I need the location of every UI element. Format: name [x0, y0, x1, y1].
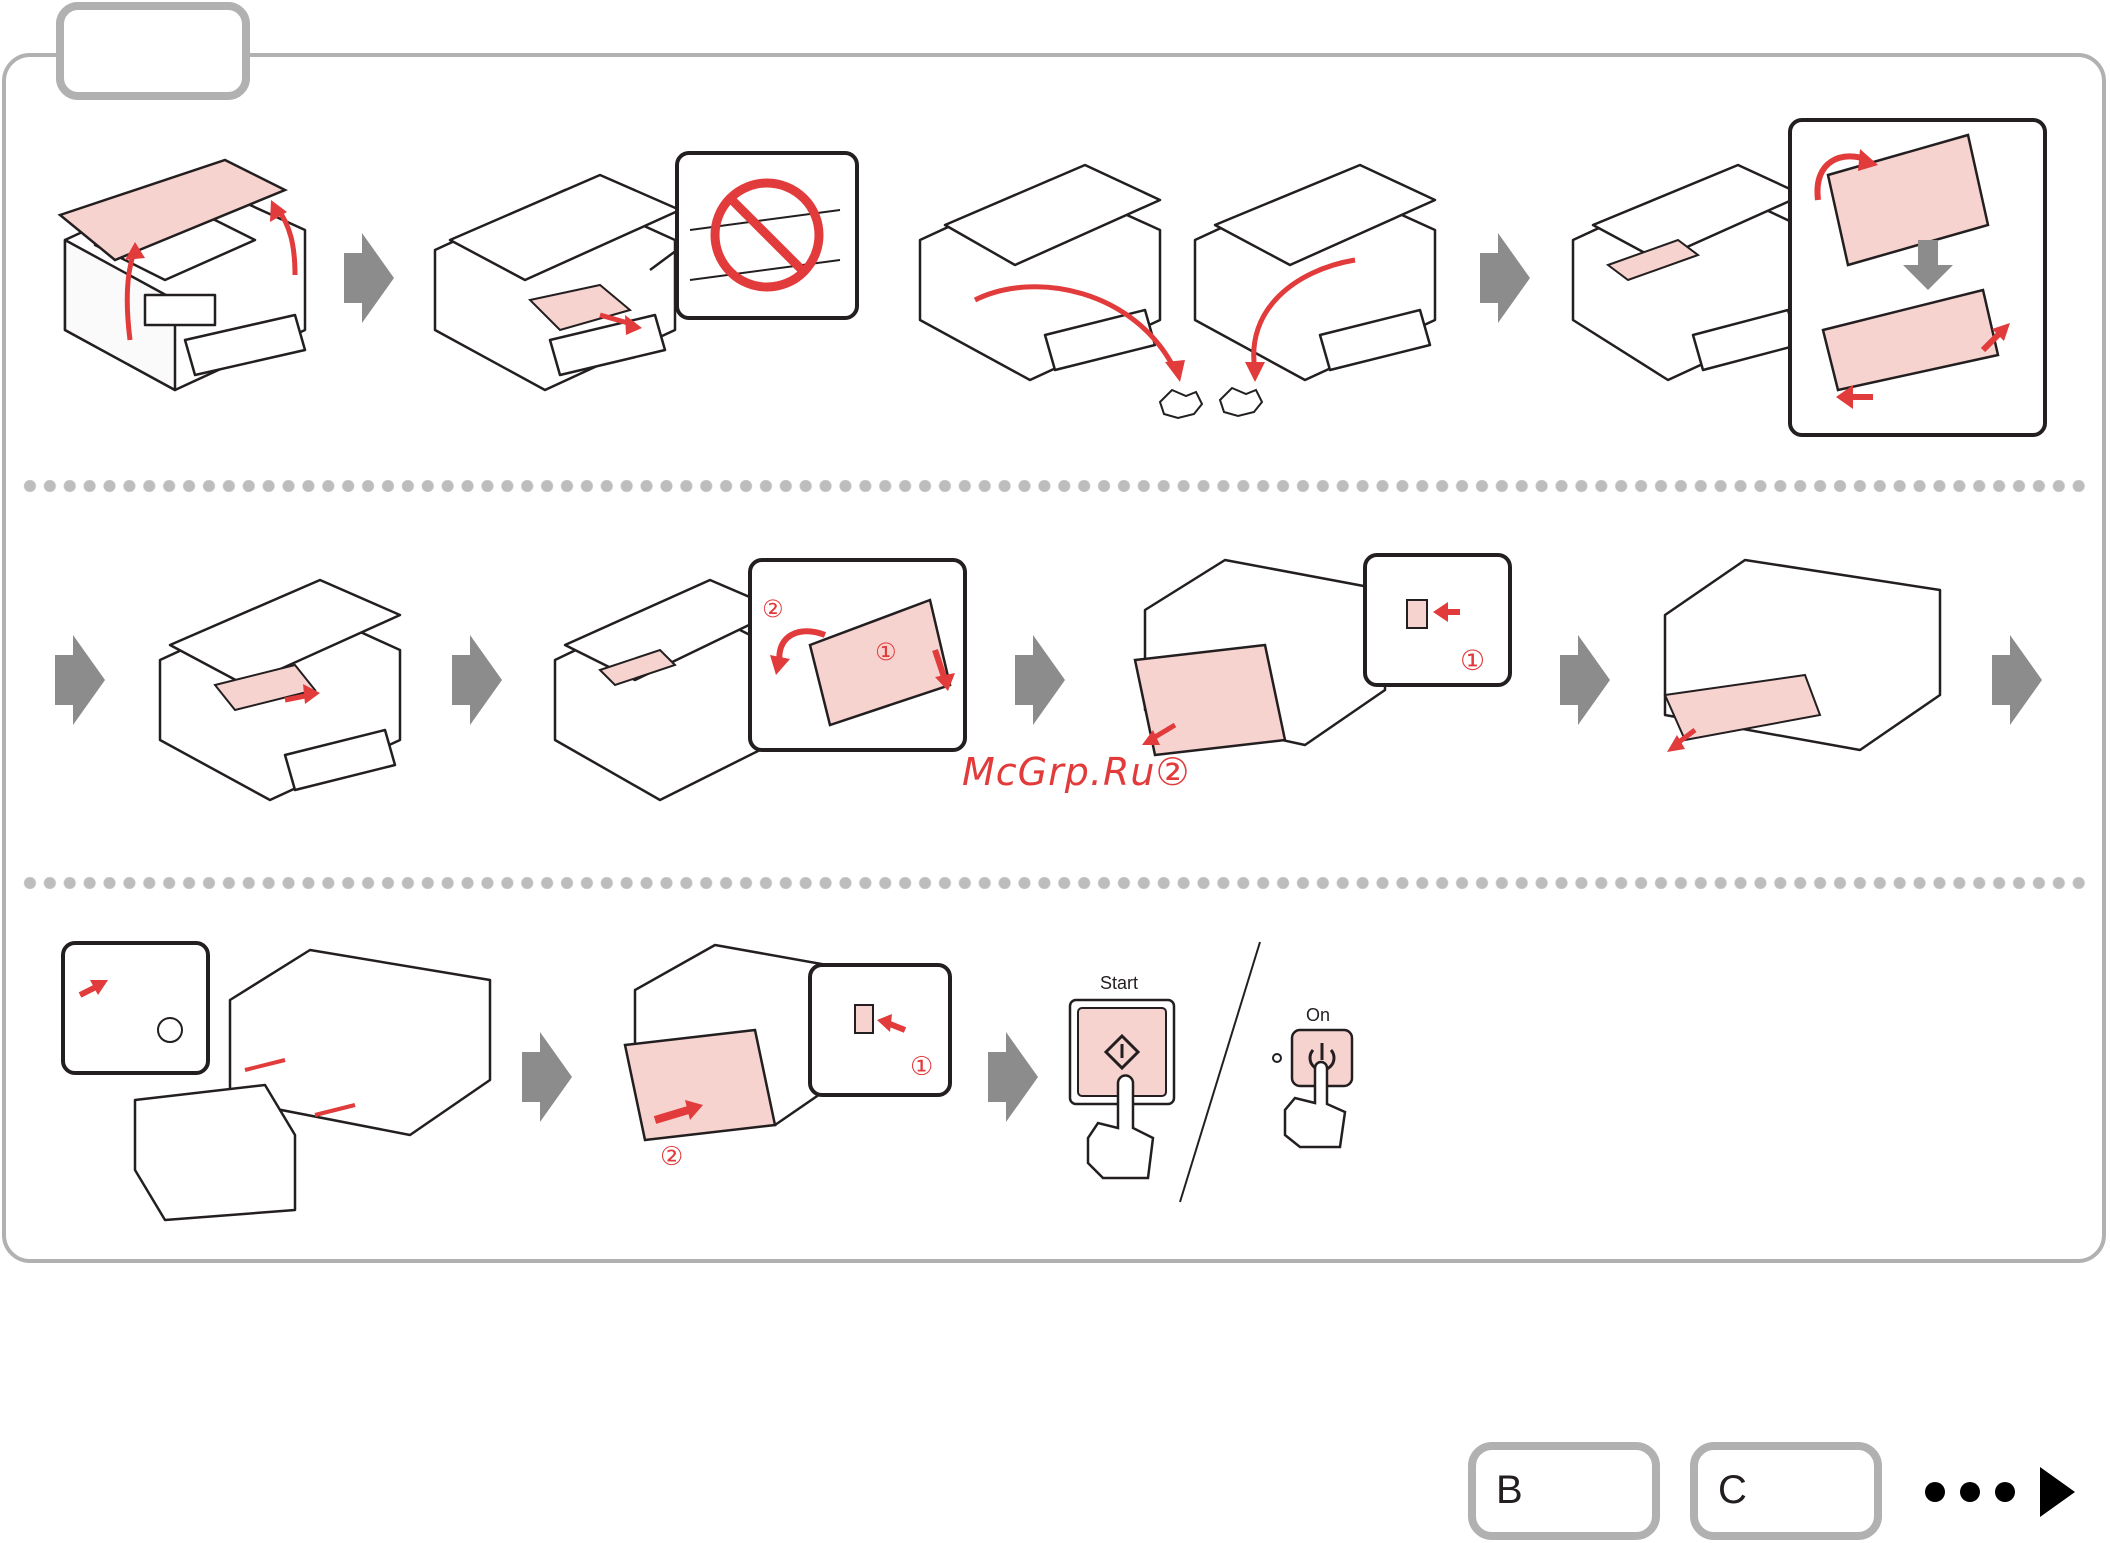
step-remove-duplex-cover — [1568, 115, 2048, 440]
row-separator-1 — [20, 480, 2090, 492]
next-arrow-icon — [452, 635, 502, 725]
next-arrow-icon — [1560, 635, 1610, 725]
next-arrow-icon — [1480, 233, 1530, 323]
divider-slash — [1175, 940, 1265, 1205]
next-arrow-icon — [55, 635, 105, 725]
watermark: McGrp.Ru② — [962, 750, 1191, 794]
marker-two: ② — [660, 1142, 683, 1172]
nav-tab-c-label: C — [1718, 1468, 1747, 1513]
marker-two: ② — [762, 595, 784, 623]
step-pull-paper-rear — [1655, 555, 1945, 760]
step-remove-paper-inside — [155, 560, 415, 805]
header-tab-cover — [56, 2, 250, 100]
more-dots-arrow-icon[interactable] — [1920, 1462, 2080, 1522]
nav-tab-b[interactable]: B — [1468, 1442, 1660, 1540]
start-button-label: Start — [1100, 973, 1138, 994]
next-arrow-icon — [1992, 635, 2042, 725]
step-insert-rear-unit — [60, 940, 500, 1225]
nav-tab-b-label: B — [1496, 1468, 1523, 1513]
nav-tab-c[interactable]: C — [1690, 1442, 1882, 1540]
next-arrow-icon — [1015, 635, 1065, 725]
marker-one: ① — [875, 638, 897, 666]
marker-one: ① — [1460, 644, 1485, 677]
step-remove-paper — [430, 150, 860, 400]
row-separator-2 — [20, 877, 2090, 889]
start-button[interactable] — [1068, 998, 1188, 1183]
step-open-scanner — [55, 150, 315, 400]
marker-one: ① — [910, 1052, 933, 1082]
next-arrow-icon — [344, 233, 394, 323]
step-attach-rear-unit: ① ② — [605, 940, 955, 1170]
step-reattach-cover: ② ① — [550, 555, 970, 805]
next-arrow-icon — [522, 1032, 572, 1122]
power-button[interactable] — [1270, 1028, 1370, 1173]
on-button-label: On — [1306, 1005, 1330, 1026]
step-remove-rear-unit: ① — [1115, 550, 1515, 780]
next-arrow-icon — [988, 1032, 1038, 1122]
step-pull-jammed-paper — [915, 150, 1455, 430]
